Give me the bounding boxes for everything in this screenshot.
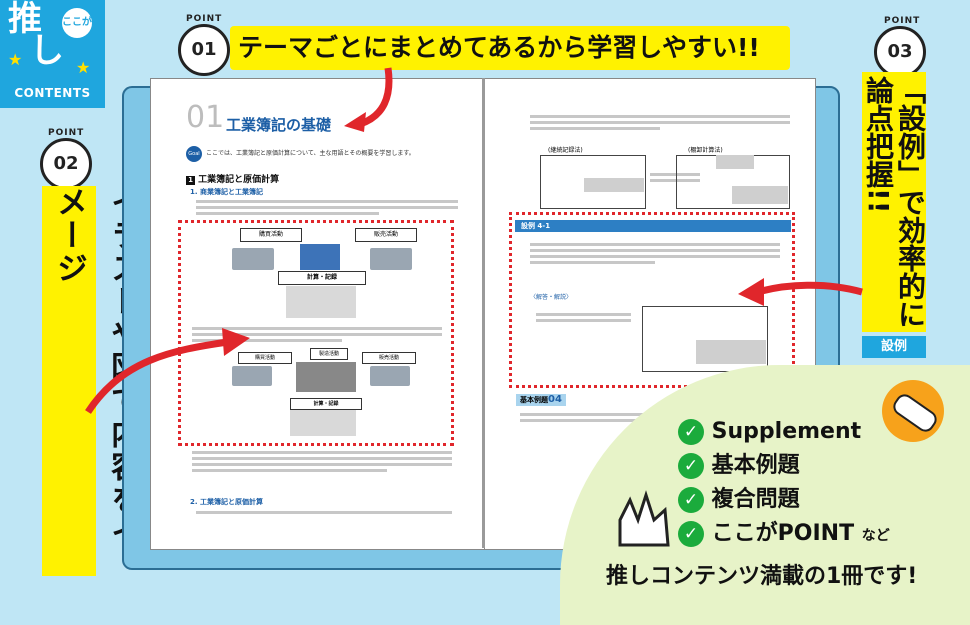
answer-label: 〈解答・解説〉 (530, 294, 573, 301)
paragraph-lines (520, 410, 670, 425)
point-label: POINT (884, 16, 921, 26)
ok-hand-icon (610, 490, 680, 550)
badge-char-1: 推 (8, 0, 42, 39)
illustration-box (178, 220, 454, 446)
diagram1-right-label: 販売活動 (355, 228, 417, 242)
diagram2-center-label: 計算・記録 (290, 398, 362, 410)
feature-item: ✓ Supplement (678, 415, 890, 449)
point-01-marker: POINT 01 (178, 14, 230, 76)
paragraph-lines (196, 508, 452, 517)
subsection-1: 1. 商業簿記と工業簿記 (190, 188, 263, 196)
section-1-title: 工業簿記と原価計算 (198, 175, 280, 185)
oshi-contents-badge: 推 ここが ★ し ★ CONTENTS (0, 0, 105, 108)
paragraph-lines (530, 112, 790, 133)
paragraph-lines (530, 240, 780, 267)
documents-icon (290, 410, 356, 436)
paragraph-lines (650, 170, 700, 185)
basic-example-label: 基本例題04 (516, 394, 566, 406)
shaded-cell (584, 178, 644, 192)
point-label: POINT (48, 128, 85, 138)
point-03-text: 「設例」で効率的に論点把握!! (862, 76, 926, 328)
paragraph-lines (192, 448, 452, 475)
paragraph-lines (192, 324, 442, 345)
point-01-banner: テーマごとにまとめてあるから学習しやすい!! (230, 26, 790, 70)
truck-icon (232, 366, 272, 386)
badge-char-2: し (30, 31, 64, 71)
diagram1-center-label: 計算・記録 (278, 271, 366, 285)
arrow-02-icon (85, 328, 250, 414)
box-b-caption: (棚卸計算法) (688, 147, 723, 154)
point-03-marker: POINT 03 (874, 16, 926, 78)
diagram2-mid-label: 製造活動 (310, 348, 348, 360)
book-spine (482, 78, 485, 548)
section-1-heading: 1 工業簿記と原価計算 (186, 172, 279, 185)
point-02-marker: POINT 02 (40, 128, 92, 190)
bubble-footer: 推しコンテンツ満載の1冊です! (606, 564, 918, 589)
intro-tag: Goal (186, 146, 202, 162)
check-icon: ✓ (678, 453, 704, 479)
nado-text: など (861, 528, 890, 544)
point-01-text: テーマごとにまとめてあるから学習しやすい!! (238, 33, 760, 62)
check-icon: ✓ (678, 521, 704, 547)
ledger-box-a (540, 155, 646, 209)
diagram2-left-label: 購買活動 (238, 352, 292, 364)
point-03-banner: 「設例」で効率的に論点把握!! (862, 72, 926, 332)
chapter-number: 01 (186, 100, 225, 135)
ledger-box-c (642, 306, 768, 372)
intro-text: ここでは、工業簿記と原価計算について、主な用語とその概要を学習します。 (206, 150, 415, 157)
badge-contents-label: CONTENTS (14, 86, 91, 100)
example-box (509, 212, 795, 388)
paragraph-lines (196, 197, 458, 218)
point-number: 02 (40, 138, 92, 190)
documents-icon (286, 286, 356, 318)
point-number: 03 (874, 26, 926, 78)
building-icon (300, 244, 340, 270)
truck-icon (370, 366, 410, 386)
chapter-title: 工業簿記の基礎 (226, 116, 332, 134)
star-icon: ★ (76, 58, 91, 77)
box-a-caption: (継続記録法) (548, 147, 583, 154)
feature-item: ✓ 基本例題 (678, 449, 890, 483)
star-icon: ★ (8, 50, 23, 69)
feature-item: ✓ 複合問題 (678, 483, 890, 517)
feature-list: ✓ Supplement ✓ 基本例題 ✓ 複合問題 ✓ ここがPOINT など (678, 415, 890, 551)
section-number: 1 (186, 176, 195, 185)
check-icon: ✓ (678, 487, 704, 513)
example-title-bar: 設例 4-1 (515, 220, 791, 232)
capsule-icon (882, 380, 944, 442)
subsection-2: 2. 工業簿記と原価計算 (190, 498, 263, 506)
point-number: 01 (178, 24, 230, 76)
shaded-cell (732, 186, 788, 204)
paragraph-lines (536, 310, 631, 325)
shaded-cell (696, 340, 766, 364)
point-label: POINT (186, 14, 223, 24)
shaded-cell (716, 155, 754, 169)
setsurei-tag: 設例 (862, 336, 926, 358)
arrow-03-icon (738, 278, 863, 306)
truck-icon (370, 248, 412, 270)
badge-koko: ここが (62, 8, 92, 38)
truck-icon (232, 248, 274, 270)
diagram1-left-label: 購買活動 (240, 228, 302, 242)
factory-icon (296, 362, 356, 392)
feature-item: ✓ ここがPOINT など (678, 517, 890, 551)
diagram2-right-label: 販売活動 (362, 352, 416, 364)
arrow-01-icon (344, 67, 393, 132)
check-icon: ✓ (678, 419, 704, 445)
